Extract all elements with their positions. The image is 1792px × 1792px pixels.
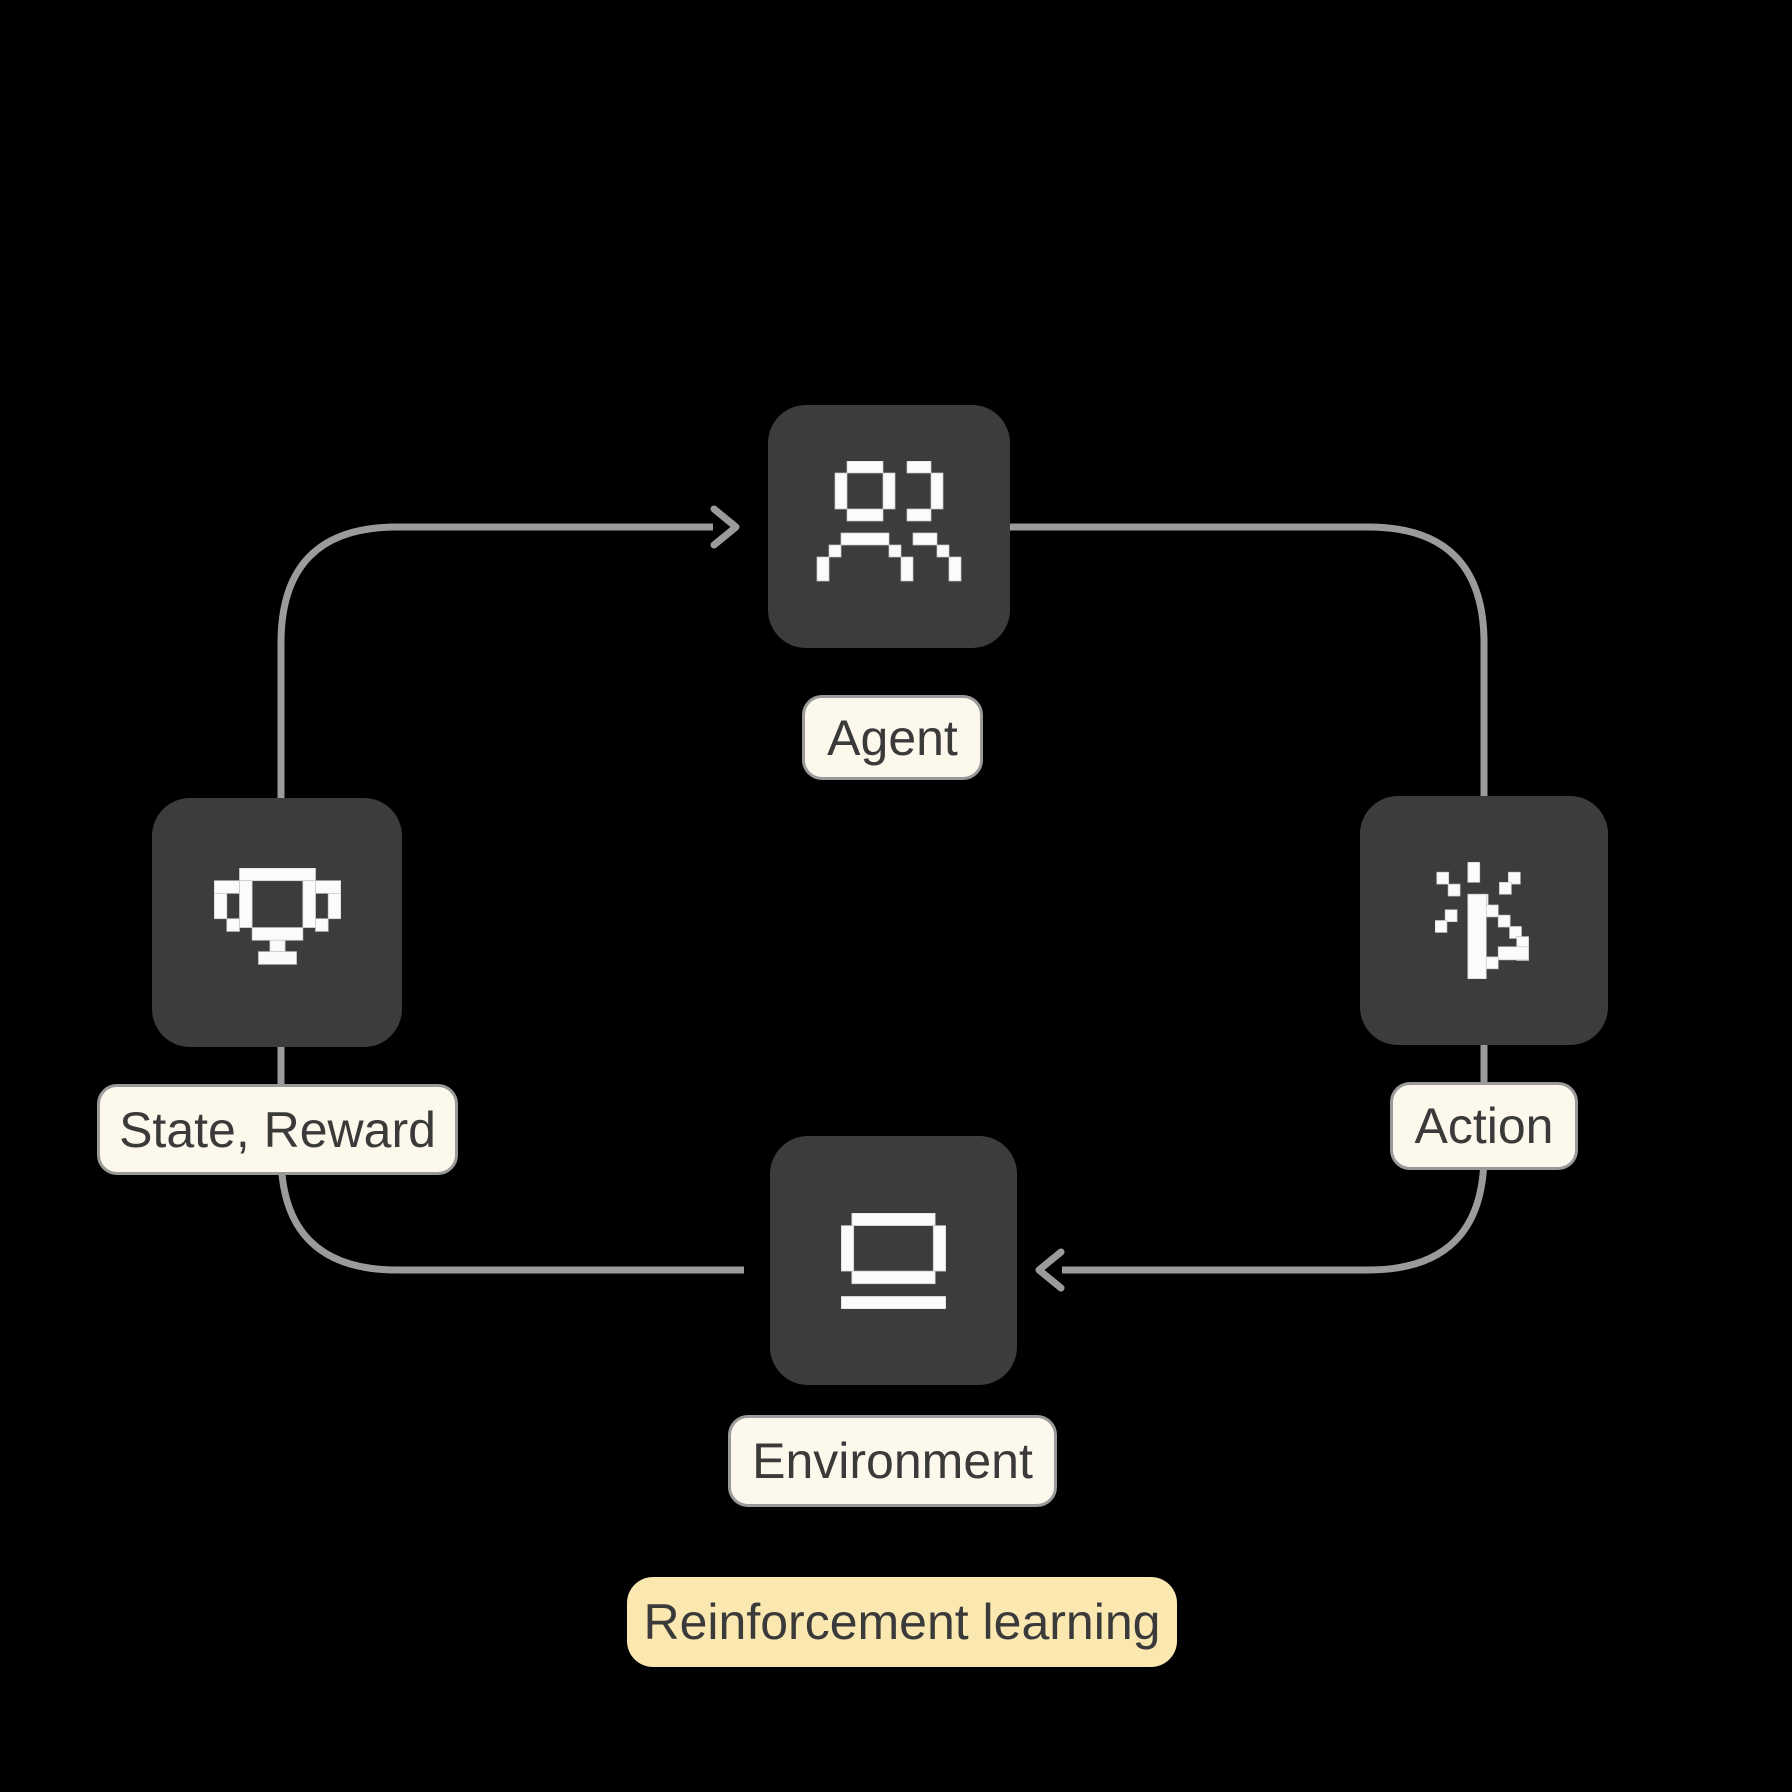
cursor-click-icon	[1434, 862, 1529, 979]
arrowhead-into-environment-icon	[1035, 1248, 1065, 1292]
arrowhead-into-agent-icon	[710, 505, 740, 549]
trophy-icon	[213, 868, 341, 965]
laptop-icon	[841, 1212, 946, 1309]
state-reward-node	[152, 798, 402, 1047]
state-reward-label-text: State, Reward	[119, 1101, 436, 1158]
action-node	[1360, 796, 1608, 1045]
environment-label-text: Environment	[752, 1433, 1033, 1489]
environment-label: Environment	[728, 1415, 1057, 1507]
agent-label-text: Agent	[827, 709, 958, 766]
state-reward-label: State, Reward	[97, 1084, 458, 1175]
action-label: Action	[1390, 1082, 1578, 1170]
agent-node	[768, 405, 1010, 648]
diagram-title: Reinforcement learning	[627, 1577, 1177, 1667]
environment-node	[770, 1136, 1017, 1385]
diagram-title-text: Reinforcement learning	[643, 1594, 1161, 1650]
action-label-text: Action	[1414, 1098, 1554, 1154]
agent-label: Agent	[802, 695, 983, 780]
users-icon	[816, 460, 962, 581]
